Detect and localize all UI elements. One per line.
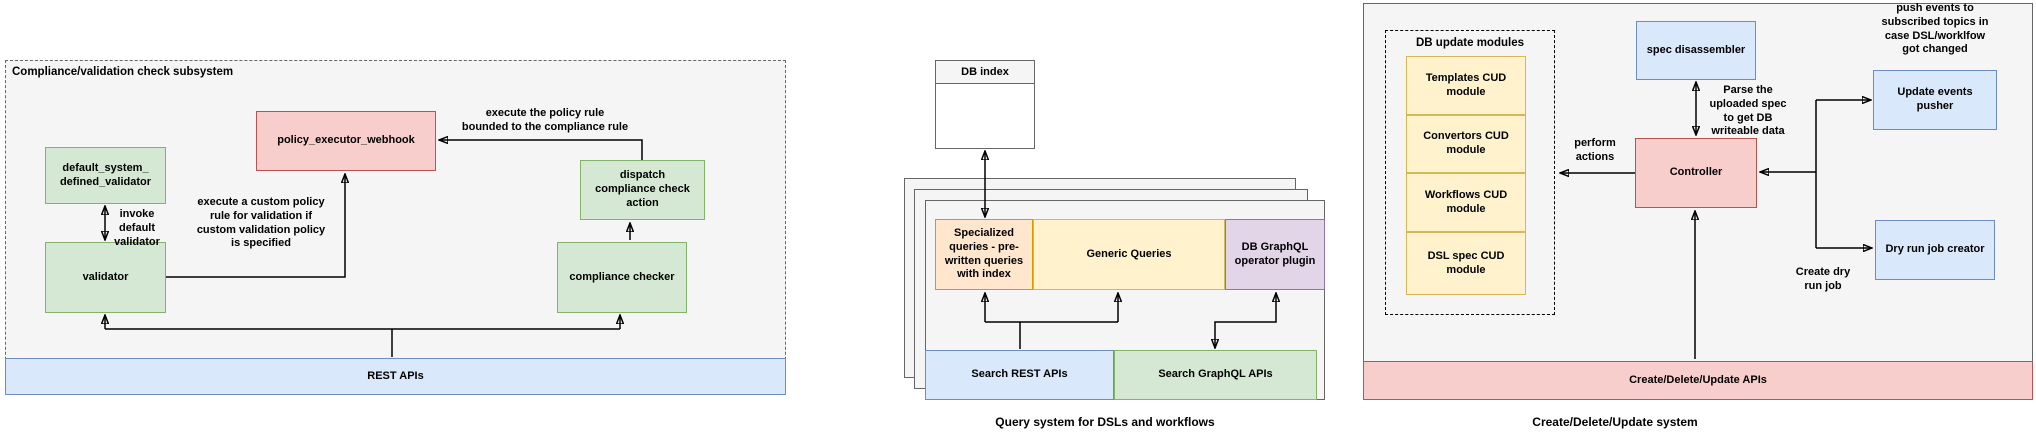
label-invoke-default-validator: invoke default validator xyxy=(114,208,160,248)
node-rest-apis-bar: REST APIs xyxy=(5,358,786,395)
node-specialized-queries: Specialized queries - pre- written queri… xyxy=(935,219,1033,290)
node-controller: Controller xyxy=(1635,138,1757,208)
label-execute-custom-policy: execute a custom policy rule for validat… xyxy=(196,196,326,250)
node-dispatch-compliance-check-action: dispatch compliance check action xyxy=(580,160,705,220)
node-workflows-cud-module: Workflows CUD module xyxy=(1406,173,1526,232)
label-push-events: push events to subscribed topics in case… xyxy=(1881,2,1989,56)
label-create-dry-run-job: Create dry run job xyxy=(1795,266,1851,292)
node-db-index: DB index xyxy=(935,60,1035,149)
query-system-caption: Query system for DSLs and workflows xyxy=(995,415,1215,429)
node-default-system-defined-validator: default_system_ defined_validator xyxy=(45,147,166,204)
node-generic-queries: Generic Queries xyxy=(1033,219,1225,290)
node-cud-apis-bar: Create/Delete/Update APIs xyxy=(1363,361,2033,400)
node-db-graphql-operator-plugin: DB GraphQL operator plugin xyxy=(1225,219,1325,290)
label-perform-actions: perform actions xyxy=(1574,137,1616,163)
db-update-modules-group xyxy=(1385,30,1555,315)
node-convertors-cud-module: Convertors CUD module xyxy=(1406,115,1526,173)
node-policy-executor-webhook: policy_executor_webhook xyxy=(256,111,436,171)
node-update-events-pusher: Update events pusher xyxy=(1873,70,1997,130)
node-search-graphql-apis: Search GraphQL APIs xyxy=(1114,350,1317,400)
node-templates-cud-module: Templates CUD module xyxy=(1406,56,1526,115)
node-compliance-checker: compliance checker xyxy=(557,242,687,313)
cud-system-caption: Create/Delete/Update system xyxy=(1532,415,1698,429)
label-execute-policy-rule: execute the policy rule bounded to the c… xyxy=(461,107,629,133)
db-index-title: DB index xyxy=(936,61,1034,84)
node-spec-disassembler: spec disassembler xyxy=(1636,21,1756,80)
node-search-rest-apis: Search REST APIs xyxy=(925,350,1114,400)
node-validator: validator xyxy=(45,242,166,313)
db-update-modules-title: DB update modules xyxy=(1416,37,1524,49)
node-dry-run-job-creator: Dry run job creator xyxy=(1875,220,1995,280)
label-parse-spec: Parse the uploaded spec to get DB writea… xyxy=(1709,84,1787,138)
compliance-subsystem-title: Compliance/validation check subsystem xyxy=(12,66,234,78)
node-dsl-spec-cud-module: DSL spec CUD module xyxy=(1406,232,1526,295)
